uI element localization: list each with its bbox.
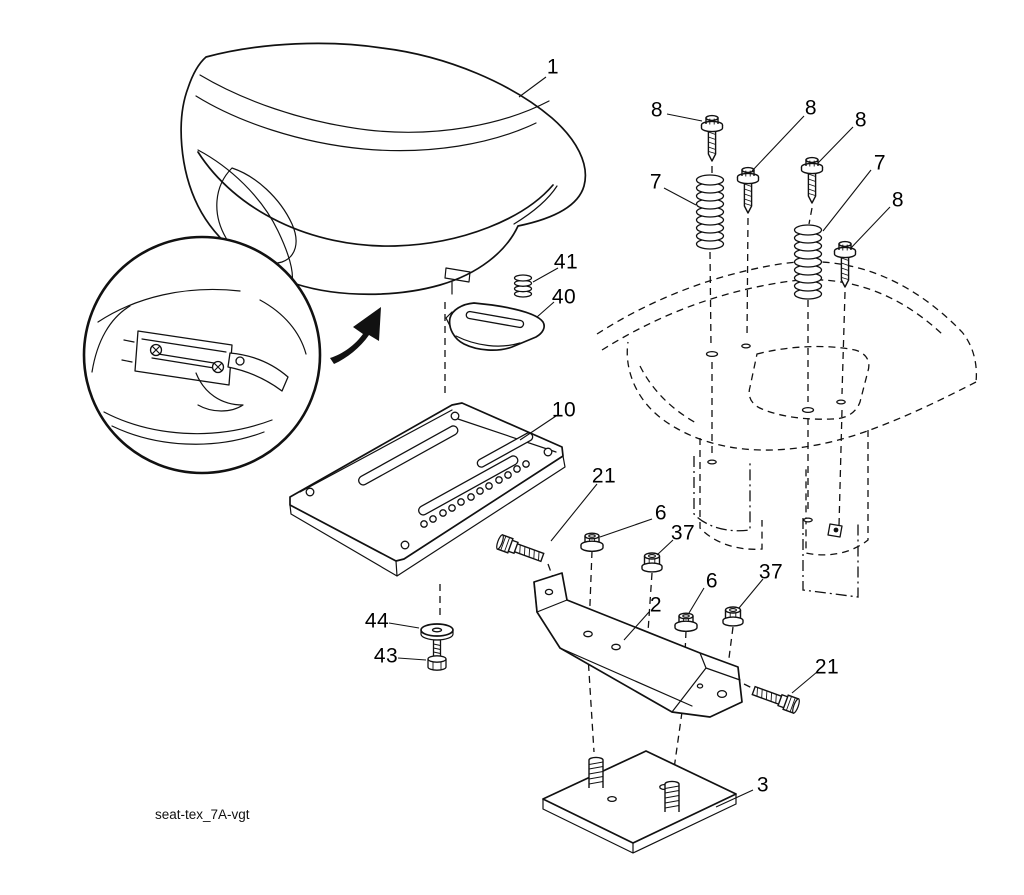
seat-illustration [180,42,587,296]
screw-8-b [736,166,760,214]
chassis-clip-detail [827,523,843,538]
callout-part-6-b: 6 [705,569,719,593]
callout-part-2: 2 [649,593,663,617]
callout-part-8-a: 8 [650,98,664,122]
callout-part-7-b: 7 [873,151,887,175]
detail-inset [82,235,322,475]
spring-7-right [793,224,823,300]
callout-part-21-b: 21 [814,655,840,679]
callout-part-8-d: 8 [891,188,905,212]
chassis-mount-holes [705,343,846,523]
callout-part-10: 10 [551,398,577,422]
flange-nut-6-b [674,612,698,632]
adjuster-bracket-40 [445,302,546,351]
bolt-43 [427,639,447,671]
callout-part-8-c: 8 [854,108,868,132]
spring-7-left [695,174,725,250]
callout-part-40: 40 [551,285,577,309]
lock-nut-37-a [641,552,663,573]
callout-part-41: 41 [553,250,579,274]
shoulder-bolt-21-a [494,533,546,566]
callout-part-43: 43 [373,644,399,668]
callout-part-37-a: 37 [670,521,696,545]
callout-part-8-b: 8 [804,96,818,120]
callout-part-7-a: 7 [649,170,663,194]
diagram-filename: seat-tex_7A-vgt [155,807,250,822]
seat-pan-10 [289,402,566,577]
screw-8-c [800,156,824,204]
mounting-bracket-2 [533,572,743,718]
spring-41 [513,274,533,298]
callout-part-37-b: 37 [758,560,784,584]
callout-part-44: 44 [364,609,390,633]
lock-nut-37-b [722,606,744,627]
plate-stud-right [664,780,680,813]
detail-arrow-icon [330,307,381,364]
callout-part-6-a: 6 [654,501,668,525]
chassis-dashed-outline [596,261,978,556]
shoulder-bolt-21-b [750,682,802,715]
callout-part-1: 1 [546,55,560,79]
chassis-pivot-brackets [693,456,859,598]
screw-8-a [700,114,724,162]
callout-part-21-a: 21 [591,464,617,488]
plate-stud-left [588,756,604,789]
washer-44 [420,623,454,641]
leader-lines [388,76,891,808]
flange-nut-6-a [580,532,604,552]
callout-part-3: 3 [756,773,770,797]
mounting-plate-3 [542,750,737,854]
